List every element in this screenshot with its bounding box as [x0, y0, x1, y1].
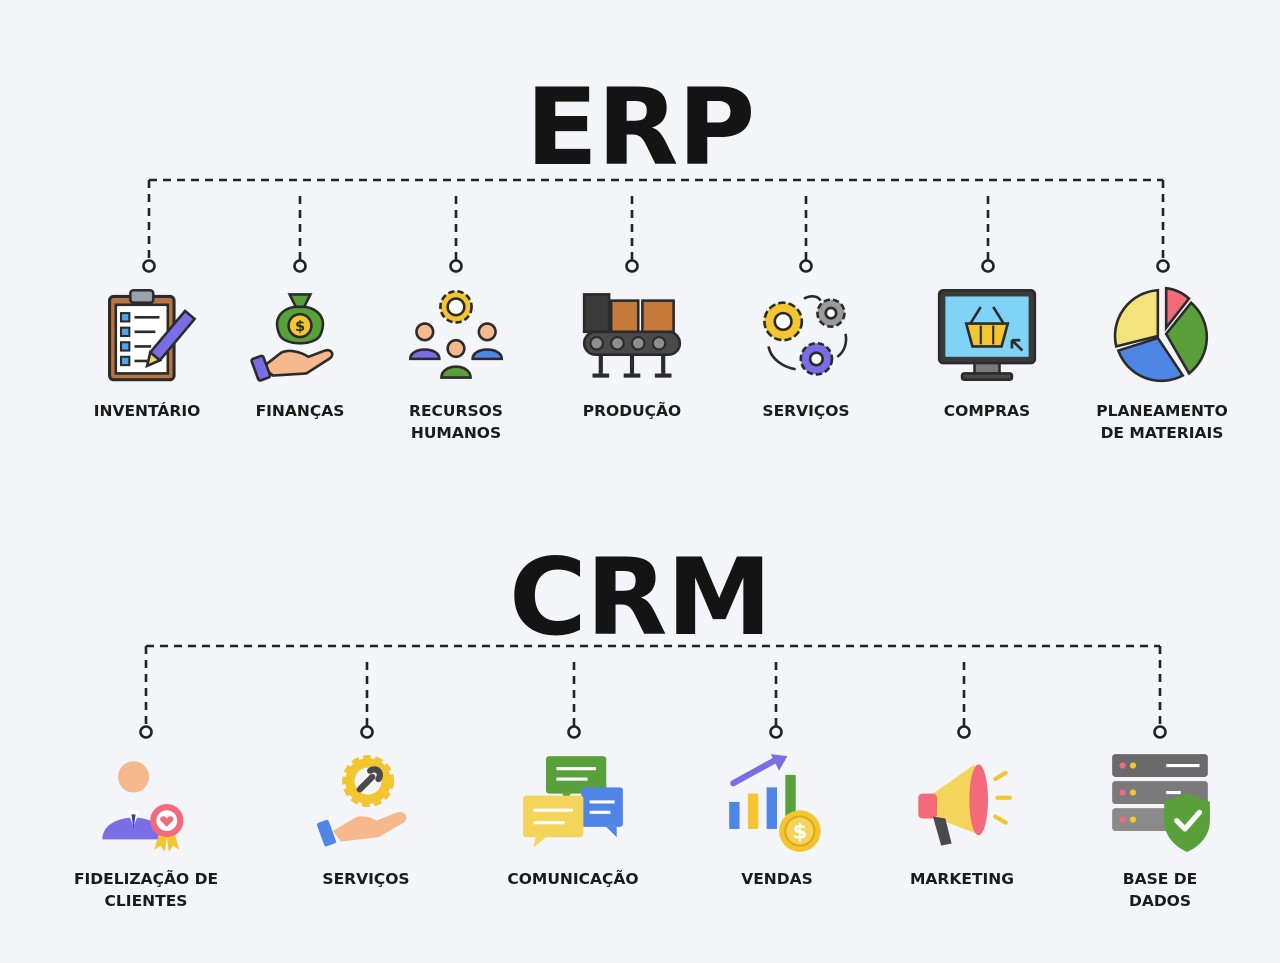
erp-item-label: SERVIÇOS — [762, 402, 850, 420]
erp-item-label: FINANÇAS — [255, 402, 345, 420]
crm-item-vendas: $ VENDAS — [692, 752, 862, 890]
erp-item-compras: COMPRAS — [902, 284, 1072, 422]
erp-item-inventario: INVENTÁRIO — [62, 284, 232, 422]
crm-node-dot — [769, 725, 783, 739]
svg-text:$: $ — [793, 819, 807, 843]
crm-item-marketing: MARKETING — [877, 752, 1047, 890]
money-bag-hand-icon: $ — [250, 293, 334, 382]
erp-item-recursos-humanos: RECURSOS HUMANOS — [371, 284, 541, 444]
erp-node-dot — [981, 259, 995, 273]
customer-badge-icon — [102, 761, 184, 852]
database-shield-icon — [1112, 754, 1210, 852]
crm-node-dot — [360, 725, 374, 739]
shopping-basket-monitor-icon — [937, 288, 1037, 381]
erp-item-label: COMPRAS — [943, 402, 1031, 420]
erp-node-dot — [1156, 259, 1170, 273]
erp-item-label: INVENTÁRIO — [93, 402, 201, 420]
gears-cycle-icon — [763, 294, 848, 376]
megaphone-icon — [918, 764, 1012, 846]
svg-text:$: $ — [295, 318, 305, 335]
crm-item-base-de-dados: BASE DE DADOS — [1075, 752, 1245, 912]
erp-item-label: PLANEAMENTO DE MATERIAIS — [1096, 402, 1228, 442]
crm-item-label: COMUNICAÇÃO — [507, 870, 639, 888]
erp-node-dot — [625, 259, 639, 273]
crm-node-dot — [567, 725, 581, 739]
erp-node-dot — [799, 259, 813, 273]
sales-growth-coin-icon: $ — [729, 754, 821, 852]
erp-item-servicos: SERVIÇOS — [721, 284, 891, 422]
crm-item-label: VENDAS — [741, 870, 813, 888]
crm-node-dot — [139, 725, 153, 739]
pie-chart-icon — [1113, 286, 1209, 383]
clipboard-checklist-icon — [108, 288, 197, 382]
gear-hand-icon — [316, 755, 407, 847]
crm-item-fidelizacao: FIDELIZAÇÃO DE CLIENTES — [61, 752, 231, 912]
conveyor-belt-icon — [582, 293, 682, 378]
erp-item-financas: $ FINANÇAS — [215, 284, 385, 422]
crm-item-label: BASE DE DADOS — [1122, 870, 1198, 910]
crm-item-label: SERVIÇOS — [322, 870, 410, 888]
erp-node-dot — [142, 259, 156, 273]
crm-node-dot — [957, 725, 971, 739]
erp-item-planeamento: PLANEAMENTO DE MATERIAIS — [1077, 284, 1247, 444]
erp-item-label: PRODUÇÃO — [582, 402, 682, 420]
chat-bubbles-icon — [523, 756, 623, 848]
crm-title: CRM — [509, 536, 772, 659]
erp-title: ERP — [525, 66, 756, 189]
crm-item-servicos: SERVIÇOS — [281, 752, 451, 890]
erp-node-dot — [293, 259, 307, 273]
erp-item-label: RECURSOS HUMANOS — [409, 402, 503, 442]
crm-item-label: FIDELIZAÇÃO DE CLIENTES — [73, 870, 219, 910]
erp-node-dot — [449, 259, 463, 273]
erp-item-producao: PRODUÇÃO — [547, 284, 717, 422]
crm-item-label: MARKETING — [910, 870, 1014, 888]
team-gear-icon — [408, 289, 504, 379]
crm-node-dot — [1153, 725, 1167, 739]
crm-item-comunicacao: COMUNICAÇÃO — [488, 752, 658, 890]
